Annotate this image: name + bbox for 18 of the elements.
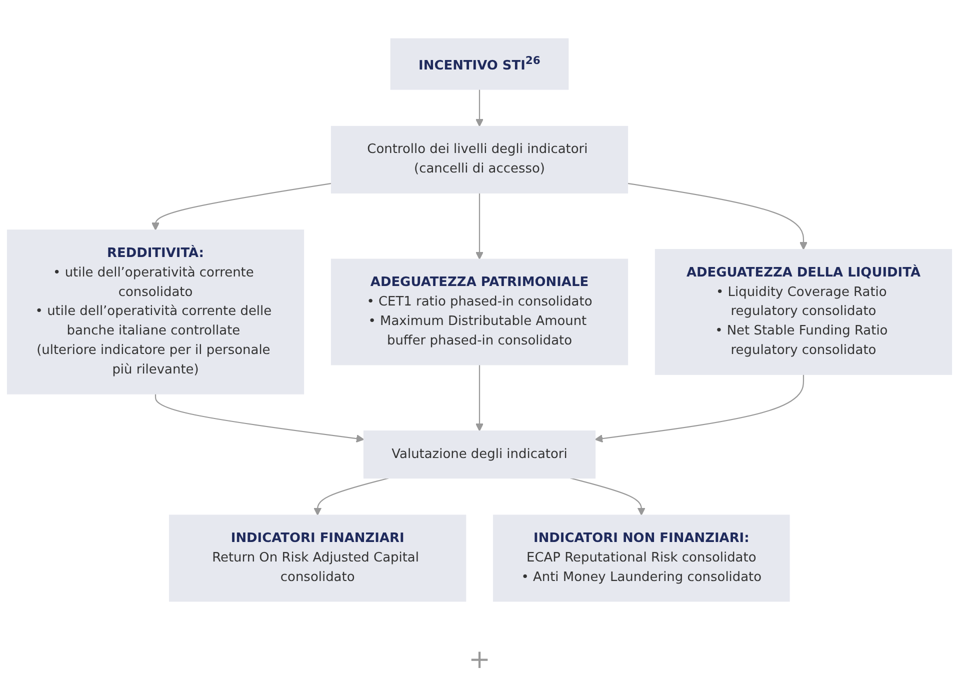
arrow — [151, 182, 332, 230]
arrow — [475, 89, 484, 127]
node-box: INDICATORI FINANZIARI Return On Risk Adjusted Capital consolidato — [169, 514, 466, 602]
node-box: ADEGUATEZZA PATRIMONIALE • CET1 ratio phased-in consolidato • Maximum Distributable Amount buffer phased-in consolidato — [330, 258, 628, 366]
node-box: ADEGUATEZZA DELLA LIQUIDITÀ • Liquidity Coverage Ratio regulatory consolidato • Net Stable Funding Ratio regulatory consolidato — [654, 249, 952, 375]
arrow — [314, 478, 389, 516]
arrow — [570, 478, 646, 516]
arrow — [475, 364, 484, 432]
plus-sign: + — [468, 645, 490, 675]
arrow — [594, 374, 804, 443]
node-box: INDICATORI NON FINANZIARI: ECAP Reputational Risk consolidato • Anti Money Laundering consolidato — [493, 514, 790, 602]
node-box: INCENTIVO STI$^{26}$ — [390, 38, 569, 90]
node-box: Valutazione degli indicatori — [363, 430, 596, 479]
arrow — [154, 394, 364, 443]
node-box: Controllo dei livelli degli indicatori (cancelli di accesso) — [330, 126, 628, 194]
arrow — [628, 182, 808, 250]
arrow — [475, 193, 484, 260]
node-box: REDDITIVITÀ: • utile dell’operatività corrente consolidato • utile dell’operatività corrente delle banche italiane controllate (ulteriore indicatore per il personale più rilevante) — [6, 230, 304, 394]
